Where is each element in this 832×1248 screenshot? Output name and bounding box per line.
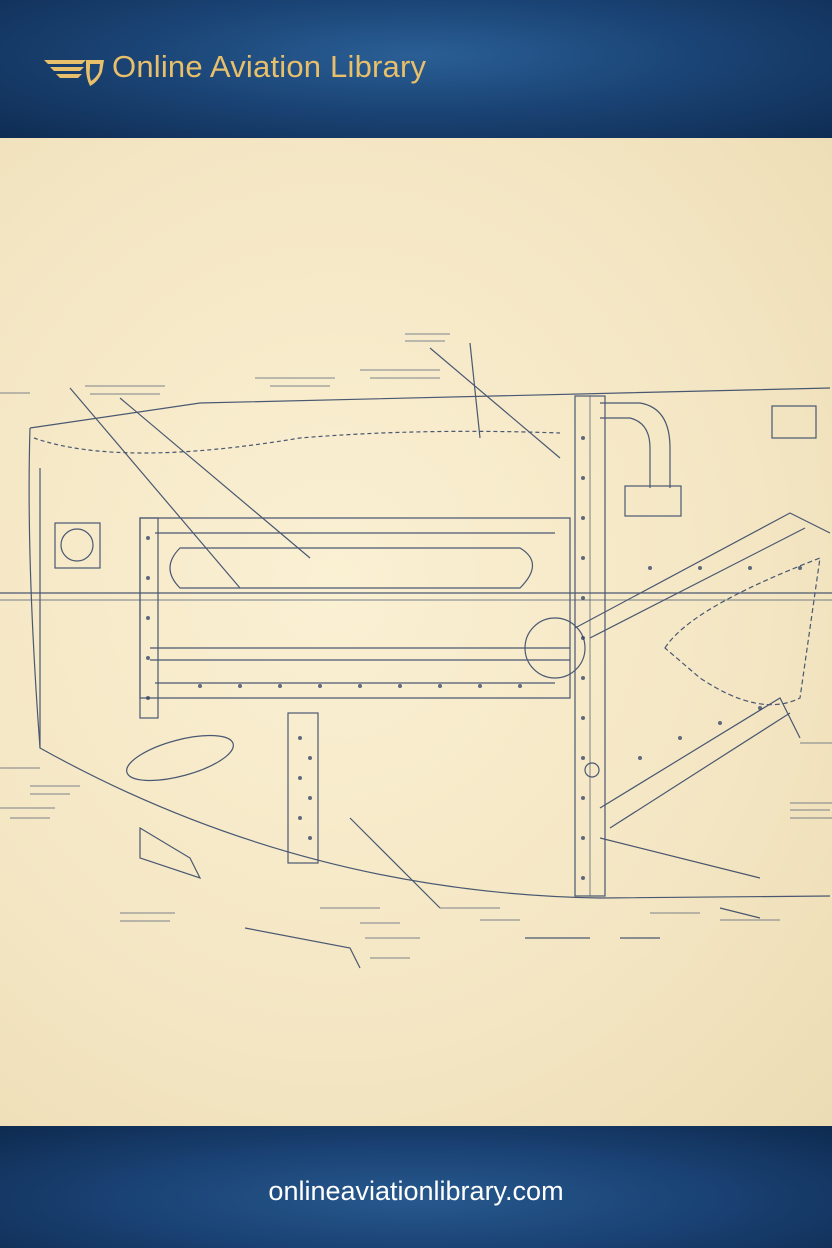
fuselage-blueprint-illustration xyxy=(0,333,832,969)
site-footer: onlineaviationlibrary.com xyxy=(0,1126,832,1248)
brand-name[interactable]: Online Aviation Library xyxy=(112,49,427,84)
site-header: Online Aviation Library xyxy=(0,0,832,138)
blueprint-drawing xyxy=(0,138,832,1126)
site-url-link[interactable]: onlineaviationlibrary.com xyxy=(268,1176,564,1206)
winged-shield-icon xyxy=(44,60,104,86)
